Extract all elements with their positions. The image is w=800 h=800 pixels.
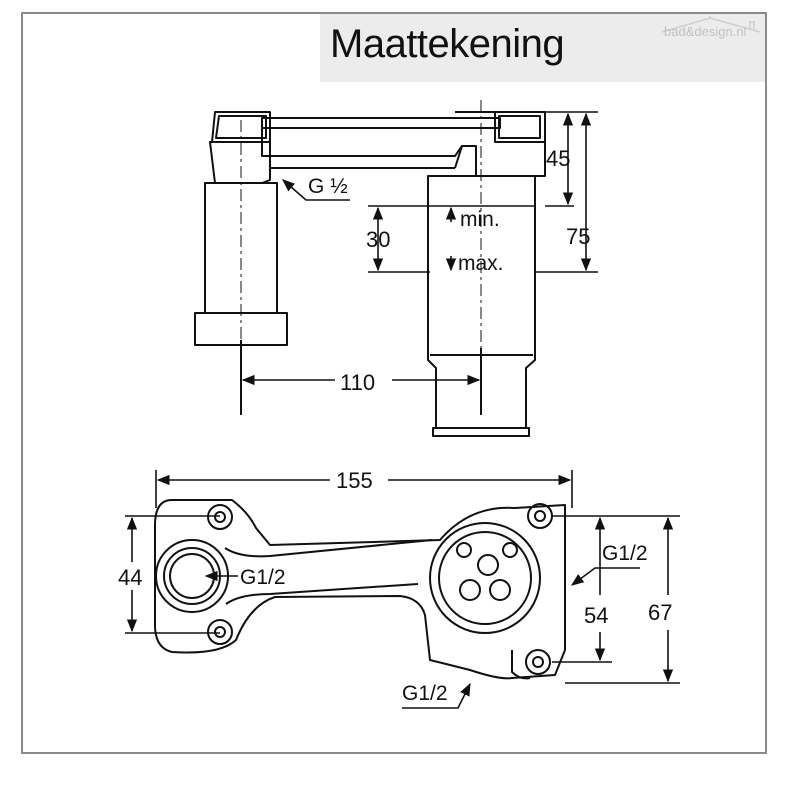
max-label: max. — [458, 252, 504, 275]
dim-110: 110 — [340, 370, 375, 395]
title-banner — [320, 14, 765, 82]
side-view-left-body — [204, 182, 278, 314]
top-view-labels: 155 44 G1/2 G1/2 54 67 G1/2 — [118, 468, 672, 705]
dim-30: 30 — [366, 227, 390, 252]
min-label: min. — [460, 208, 500, 231]
thread-label-left: G1/2 — [240, 566, 286, 589]
top-view — [154, 499, 566, 680]
side-view-dimensions — [241, 111, 598, 386]
dim-45: 45 — [546, 146, 570, 171]
top-view-dimensions — [125, 470, 680, 709]
side-view-labels: G ½ 45 75 30 min. max. 110 — [308, 146, 590, 395]
side-view-top-bar — [261, 117, 501, 129]
logo-text: bad&design.nl — [664, 24, 747, 39]
top-view-body — [154, 499, 566, 680]
mixer-cartridge — [429, 522, 541, 634]
thread-label-side: G ½ — [308, 175, 348, 198]
bolt-hole-bottom-left — [207, 619, 233, 645]
thread-label-bottom: G1/2 — [402, 682, 448, 705]
drawing-frame — [21, 12, 767, 754]
dim-155: 155 — [336, 468, 373, 493]
dim-44: 44 — [118, 565, 142, 590]
bolt-hole-bottom-right — [525, 649, 551, 675]
thread-label-right: G1/2 — [602, 542, 648, 565]
page-title: Maattekening — [330, 22, 565, 66]
dim-67: 67 — [648, 600, 672, 625]
logo-house-icon — [661, 16, 761, 33]
dim-54: 54 — [584, 603, 608, 628]
bolt-hole-top-right — [527, 503, 553, 529]
dim-75: 75 — [566, 224, 590, 249]
side-view — [194, 100, 546, 437]
side-view-right-arm — [455, 111, 546, 143]
bolt-hole-top-left — [207, 504, 233, 530]
